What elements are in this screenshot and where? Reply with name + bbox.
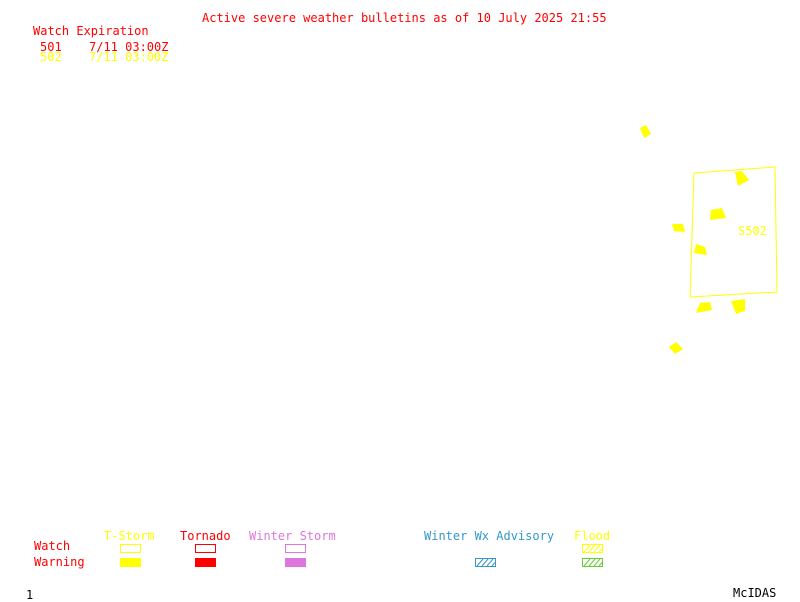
watch-expiry-501: 7/11 03:00Z: [89, 40, 169, 54]
legend-tornado-watch-swatch: [195, 544, 216, 553]
watch-id-501: 501: [40, 40, 62, 54]
legend-winter-wx-advisory-swatch: [475, 558, 496, 567]
legend-tstorm-label: T-Storm: [104, 529, 155, 543]
warning-polygon[interactable]: [640, 125, 651, 138]
legend-warning-row-label: Warning: [34, 555, 85, 569]
watch-expiry-502: 7/11 03:00Z: [89, 50, 169, 64]
legend-tstorm-watch-swatch: [120, 544, 141, 553]
legend-flood-watch-swatch: [582, 544, 603, 553]
legend-winter-wx-advisory-label: Winter Wx Advisory: [424, 529, 555, 543]
legend-flood-label: Flood: [574, 529, 611, 543]
warning-polygon[interactable]: [696, 302, 712, 313]
watch-box-502[interactable]: [689, 166, 778, 298]
legend-winter-storm-watch-swatch: [285, 544, 306, 553]
bulletin-title: Active severe weather bulletins as of 10…: [202, 11, 607, 25]
watch-box-label: S502: [738, 224, 767, 238]
warning-polygon[interactable]: [694, 244, 707, 255]
warning-polygon[interactable]: [731, 299, 745, 314]
legend-watch-row-label: Watch: [34, 539, 71, 553]
warning-polygon[interactable]: [669, 342, 683, 354]
legend-tornado-label: Tornado: [180, 529, 231, 543]
frame-number: 1: [26, 588, 34, 602]
watch-expiration-label: Watch Expiration: [33, 24, 149, 38]
legend-winter-storm-warning-swatch: [285, 558, 306, 567]
warning-polygon[interactable]: [735, 171, 749, 186]
legend-tornado-warning-swatch: [195, 558, 216, 567]
legend-tstorm-warning-swatch: [120, 558, 141, 567]
legend-flood-warning-swatch: [582, 558, 603, 567]
software-label: McIDAS: [733, 586, 777, 600]
watch-id-502: 502: [40, 50, 62, 64]
warning-polygon[interactable]: [710, 208, 726, 220]
warning-polygon[interactable]: [672, 224, 685, 232]
legend-winter-storm-label: Winter Storm: [249, 529, 336, 543]
